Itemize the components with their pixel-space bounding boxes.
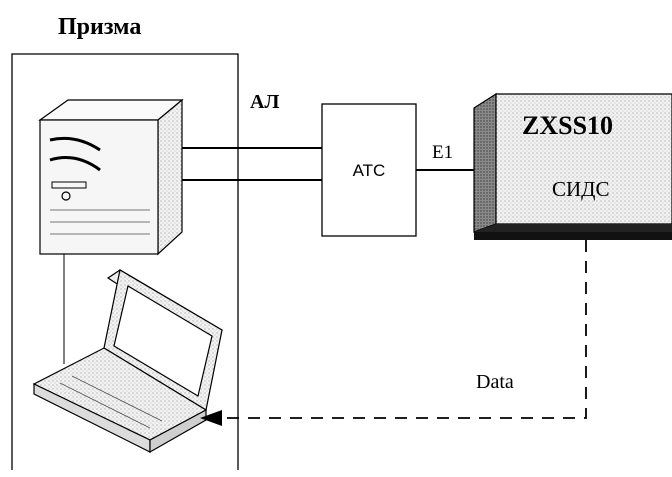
group-boundary	[11, 53, 239, 470]
server-icon	[38, 98, 184, 256]
data-link-label: Data	[476, 371, 514, 393]
system-sublabel: СИДС	[552, 177, 610, 201]
exchange-box	[321, 103, 417, 237]
group-title: Призма	[58, 14, 141, 40]
system-name: ZXSS10	[522, 111, 613, 140]
laptop-icon	[32, 269, 224, 454]
exchange-label: АТС	[353, 161, 386, 180]
subscriber-lines	[182, 147, 322, 181]
trunk-label: E1	[432, 142, 453, 163]
line-label: АЛ	[250, 91, 279, 113]
data-arrow-icon	[200, 410, 222, 426]
zxss10-unit	[473, 92, 672, 240]
data-link	[216, 240, 587, 419]
